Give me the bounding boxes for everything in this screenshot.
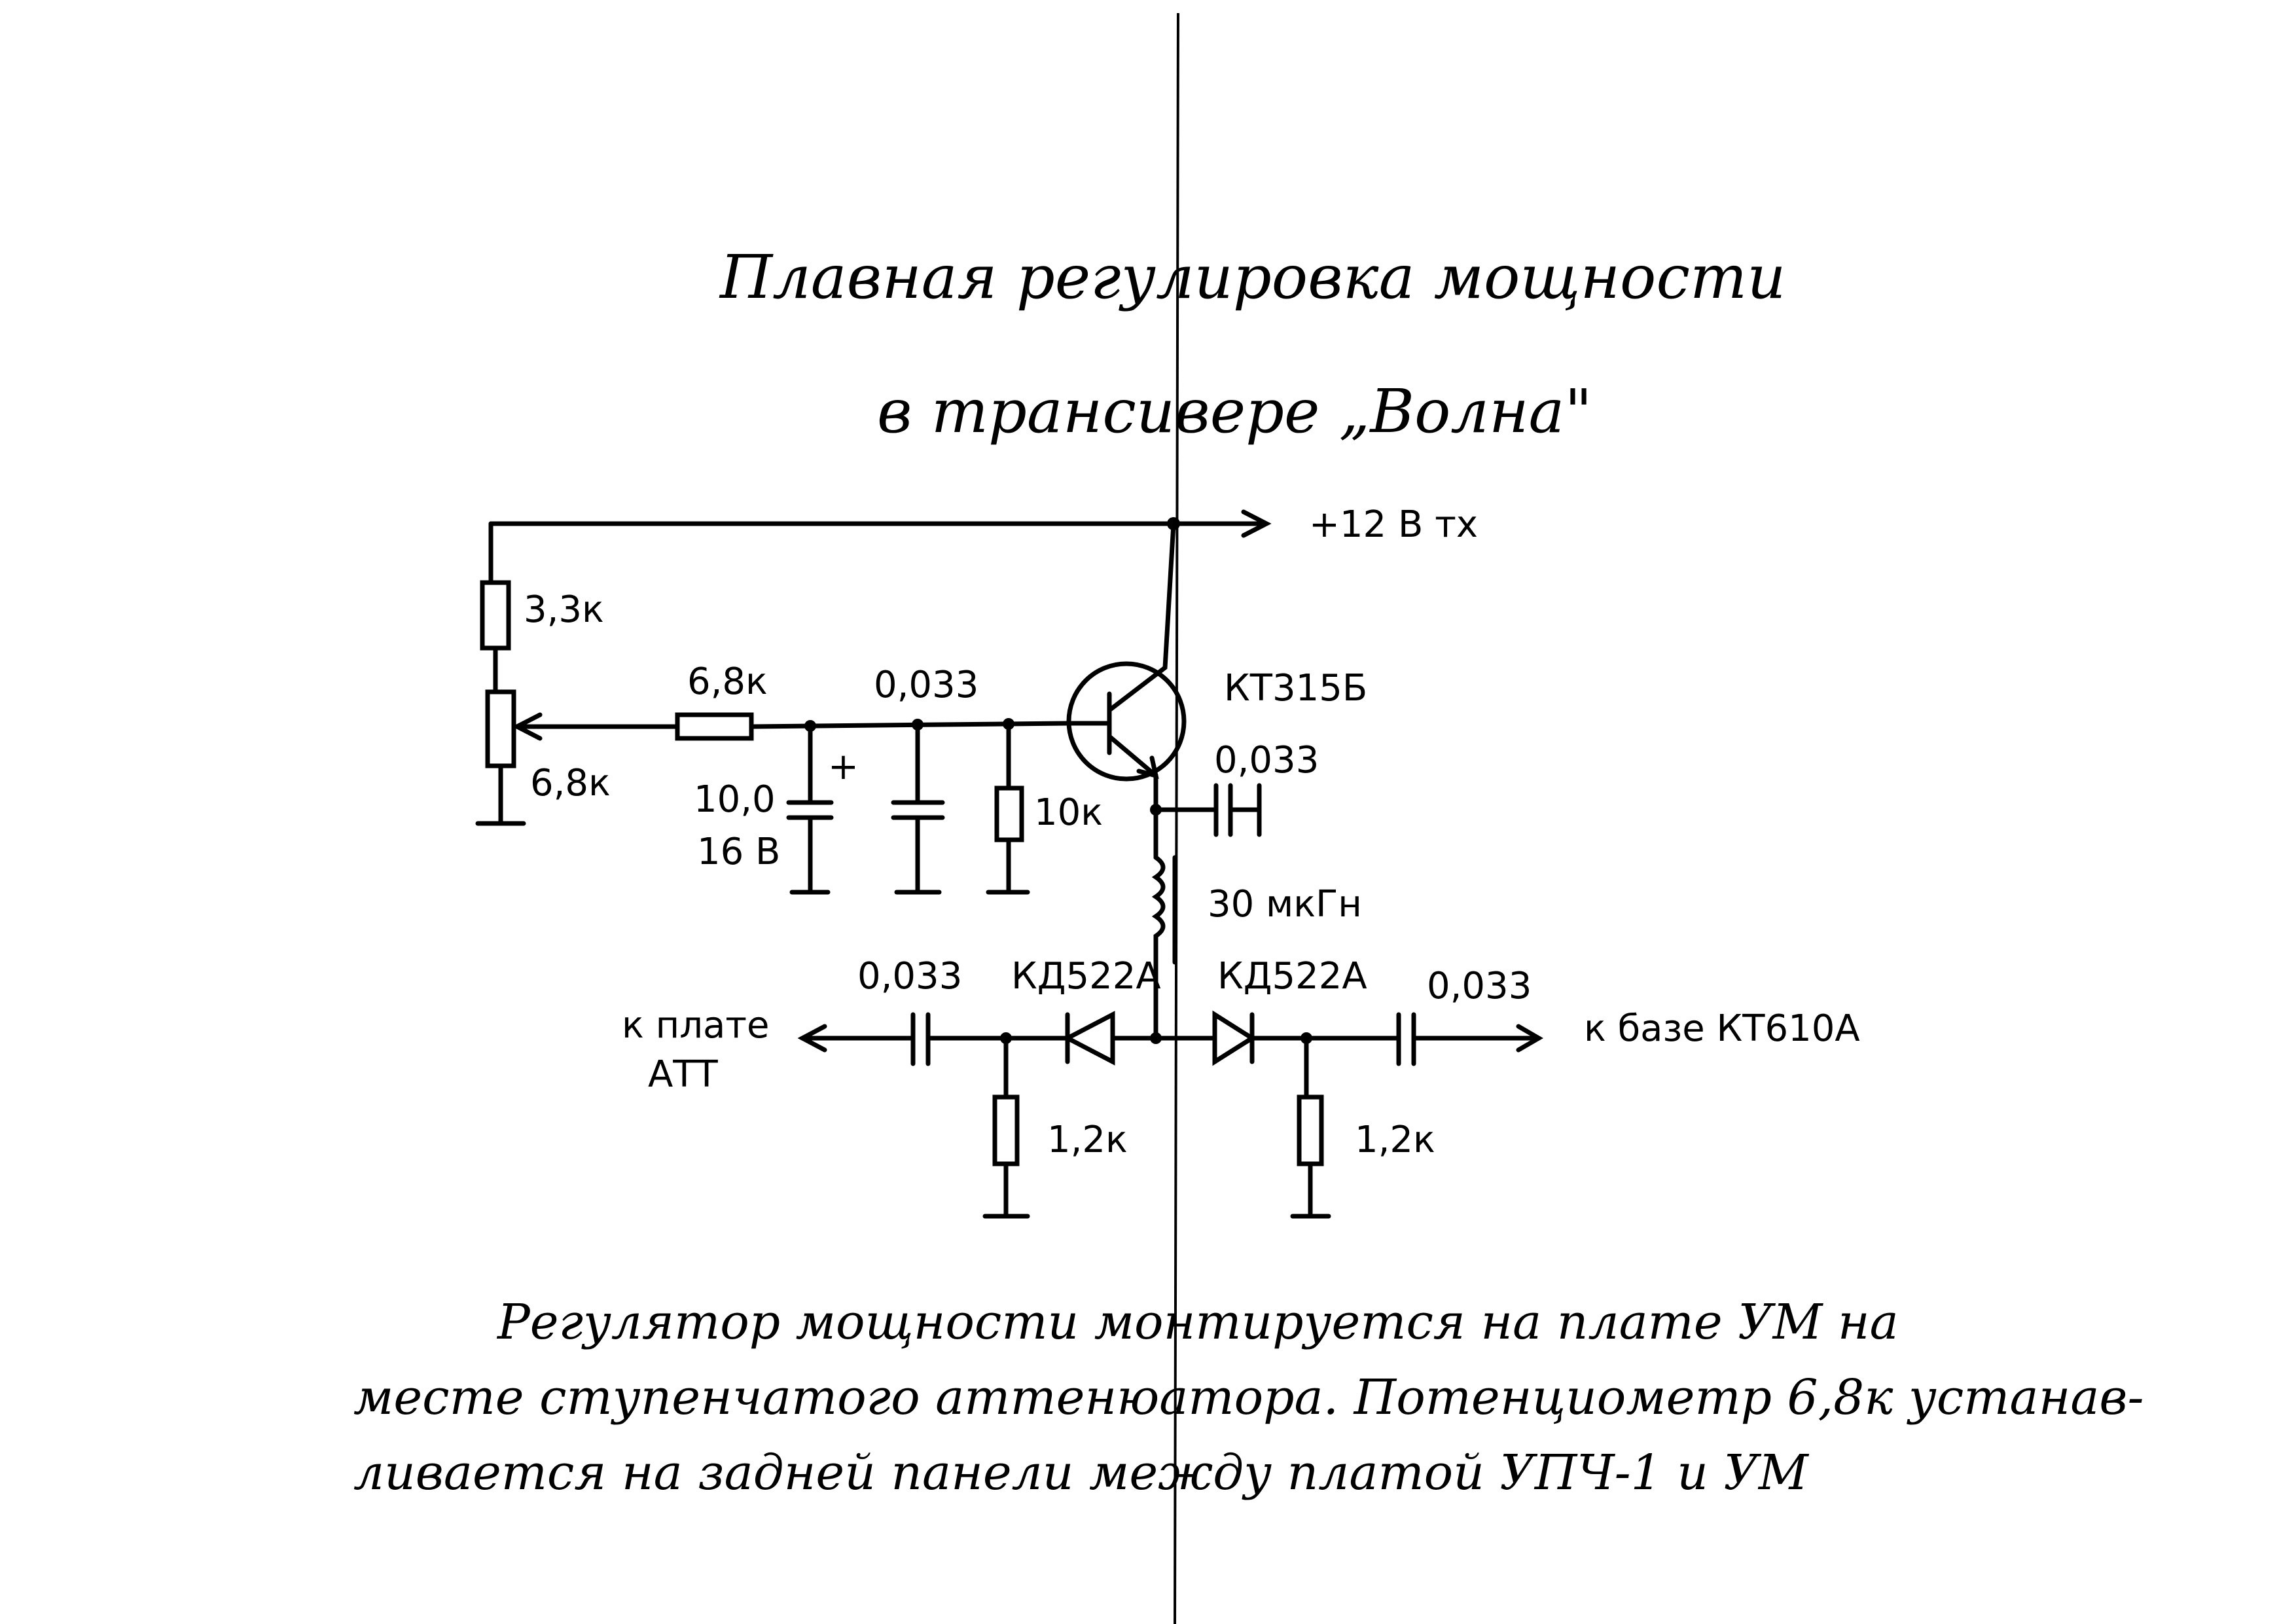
potentiometer-6k8 bbox=[475, 689, 680, 826]
resistor-6k8-label: 6,8к bbox=[687, 660, 768, 703]
capacitor-10uF-value: 10,0 bbox=[694, 778, 776, 821]
capacitor-0033-emitter bbox=[1153, 783, 1262, 837]
capacitor-10uF-plus: + bbox=[828, 746, 859, 788]
resistor-3k3 bbox=[480, 521, 511, 695]
inductor-30uH bbox=[1151, 855, 1177, 1041]
title-line-2: в трансивере „Волна" bbox=[877, 376, 1592, 446]
capacitor-0033-base bbox=[891, 722, 945, 895]
out-left-label-2: АТТ bbox=[648, 1053, 719, 1096]
diode-right-label: КД522А bbox=[1217, 955, 1367, 998]
supply-rail bbox=[488, 509, 1272, 538]
resistor-1k2-left-label: 1,2к bbox=[1047, 1119, 1128, 1161]
note-line-1: Регулятор мощности монтируется на плате … bbox=[496, 1294, 1899, 1350]
diode-left-label: КД522А bbox=[1011, 955, 1161, 998]
resistor-10k bbox=[986, 721, 1030, 895]
transistor-label: КТ315Б bbox=[1224, 667, 1367, 710]
potentiometer-label: 6,8к bbox=[530, 762, 611, 804]
capacitor-10uF-voltage: 16 В bbox=[697, 831, 780, 873]
resistor-1k2-left bbox=[982, 1036, 1030, 1219]
title-line-1: Плавная регулировка мощности bbox=[719, 242, 1785, 312]
capacitor-0033-base-label: 0,033 bbox=[874, 664, 978, 706]
note-line-2: месте ступенчатого аттенюатора. Потенцио… bbox=[353, 1369, 2144, 1426]
resistor-10k-label: 10к bbox=[1034, 791, 1103, 834]
capacitor-left-label: 0,033 bbox=[857, 955, 962, 998]
capacitor-10uF bbox=[786, 723, 834, 895]
paper-fold-line bbox=[1174, 12, 1179, 1624]
diode-left bbox=[1062, 1011, 1158, 1066]
out-right-label: к базе КТ610А bbox=[1584, 1007, 1860, 1050]
capacitor-emitter-label: 0,033 bbox=[1214, 739, 1319, 782]
resistor-1k2-right bbox=[1290, 1036, 1331, 1219]
note-line-3: ливается на задней панели между платой У… bbox=[353, 1445, 1810, 1501]
capacitor-right-label: 0,033 bbox=[1427, 965, 1532, 1007]
resistor-1k2-right-label: 1,2к bbox=[1355, 1119, 1435, 1161]
diode-right bbox=[1212, 1010, 1257, 1066]
supply-label: +12 В тх bbox=[1309, 503, 1478, 546]
transistor-kt315 bbox=[1065, 521, 1187, 860]
output-line bbox=[797, 1012, 1543, 1066]
out-left-label-1: к плате bbox=[622, 1004, 769, 1047]
inductor-label: 30 мкГн bbox=[1208, 883, 1362, 926]
resistor-3k3-label: 3,3к bbox=[524, 588, 604, 631]
